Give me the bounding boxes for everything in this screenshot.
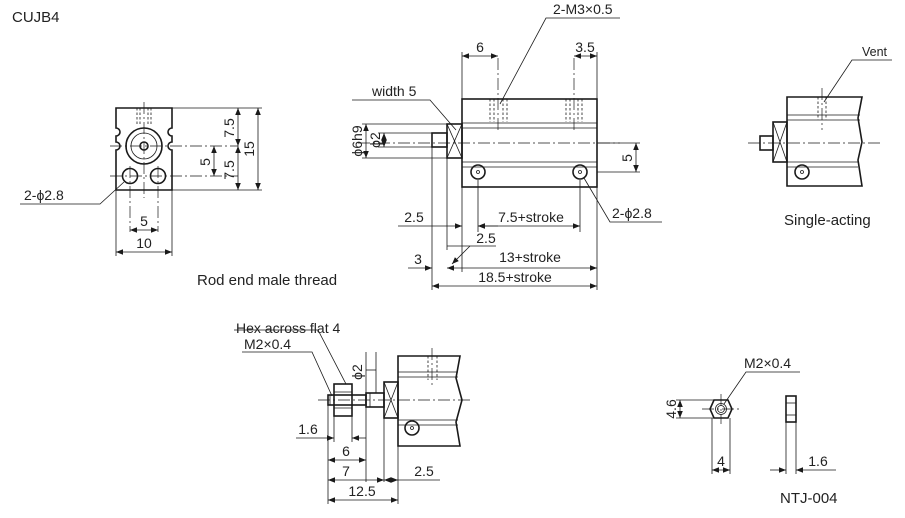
rod-dim-1-6: 1.6	[298, 421, 318, 437]
caption-rod-end: Rod end male thread	[197, 272, 337, 289]
rod-hex-label: Hex across flat 4	[236, 320, 340, 336]
front-dim-15: 15	[241, 141, 257, 157]
single-acting-view: Vent	[748, 45, 892, 187]
drawing-title: CUJB4	[12, 9, 60, 26]
side-dia-2: ϕ2	[367, 132, 383, 148]
side-view: 6 3.5 2-M3×0.5 width 5 ϕ6h9 ϕ2 5 2.5	[349, 1, 662, 290]
nut-thread-label: M2×0.4	[744, 355, 791, 371]
side-dim-3: 3	[414, 251, 422, 267]
side-dim-13-stroke: 13+stroke	[499, 249, 561, 265]
rod-dia-2: ϕ2	[349, 364, 365, 380]
rod-dim-7: 7	[342, 463, 350, 479]
side-dim-3-5: 3.5	[575, 39, 595, 55]
front-dim-5-bottom: 5	[140, 213, 148, 229]
rod-end-view: ϕ2 Hex across flat 4 M2×0.4 1.6 6 7 2.5 …	[234, 320, 470, 504]
nut-dim-4: 4	[717, 453, 725, 469]
front-dim-7-5-top: 7.5	[221, 118, 237, 138]
caption-single-acting: Single-acting	[784, 212, 871, 229]
rod-dim-6: 6	[342, 443, 350, 459]
front-hole-callout: 2-ϕ2.8	[24, 187, 64, 203]
front-dim-5-right: 5	[197, 158, 213, 166]
front-view: 7.5 15 5 7.5 2-ϕ2.8 5 10	[20, 102, 262, 256]
side-hole-callout: 2-ϕ2.8	[612, 205, 652, 221]
side-dim-6: 6	[476, 39, 484, 55]
nut-view: 4.6 4 M2×0.4 1.6	[663, 355, 836, 474]
side-dim-7-5-stroke: 7.5+stroke	[498, 209, 564, 225]
nut-dim-4-6: 4.6	[663, 399, 679, 419]
side-thread-callout: 2-M3×0.5	[553, 1, 613, 17]
side-dim-5-right: 5	[619, 154, 635, 162]
rod-dim-2-5: 2.5	[414, 463, 434, 479]
side-dim-18-5-stroke: 18.5+stroke	[478, 269, 552, 285]
side-dim-2-5-b: 2.5	[476, 230, 496, 246]
side-dim-2-5: 2.5	[404, 209, 424, 225]
rod-thread-label: M2×0.4	[244, 336, 291, 352]
side-dia-6h9: ϕ6h9	[349, 125, 365, 156]
nut-dim-1-6: 1.6	[808, 453, 828, 469]
front-dim-10: 10	[136, 235, 152, 251]
side-width-label: width 5	[371, 83, 417, 99]
model-label: NTJ-004	[780, 490, 838, 507]
front-dim-7-5-bottom: 7.5	[221, 160, 237, 180]
rod-dim-12-5: 12.5	[348, 483, 375, 499]
vent-label: Vent	[862, 45, 888, 59]
